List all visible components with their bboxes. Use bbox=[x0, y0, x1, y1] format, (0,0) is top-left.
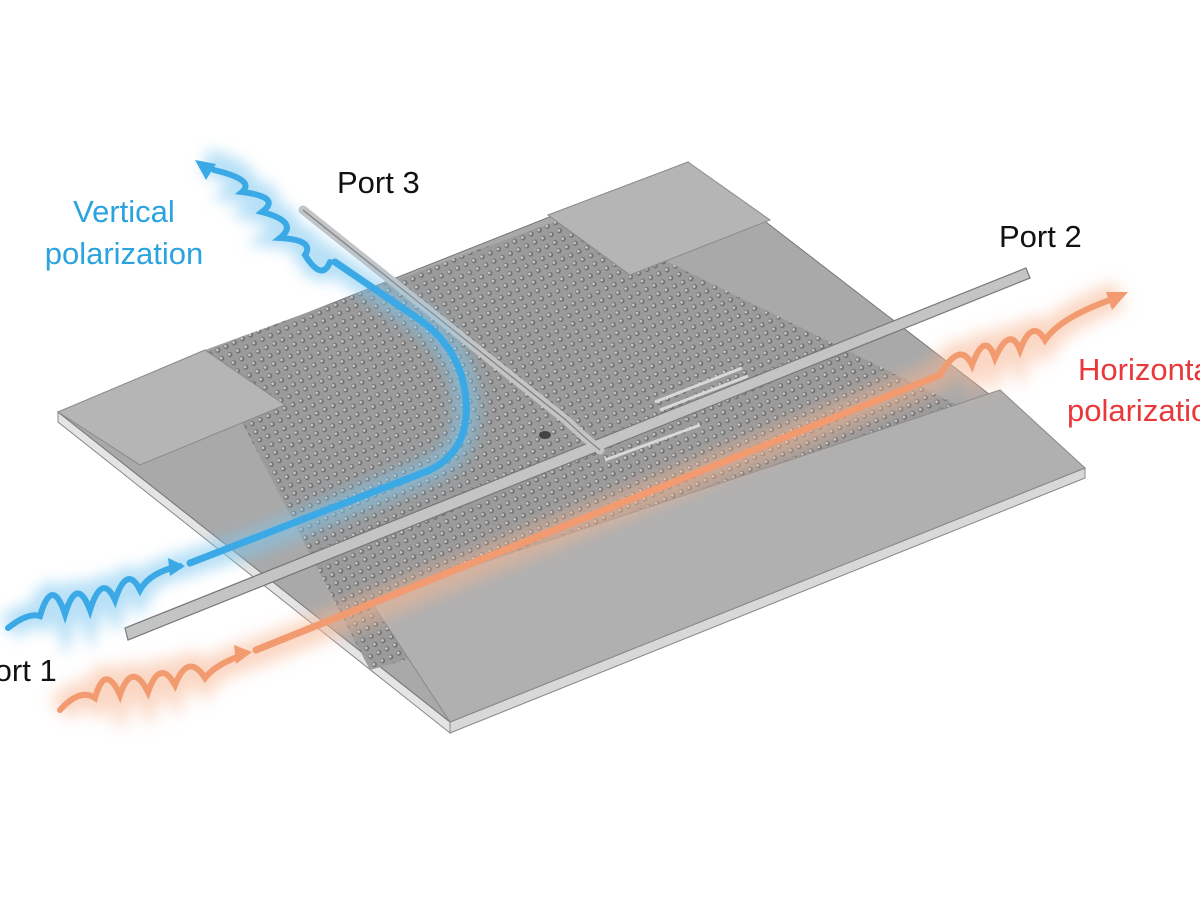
label-vertical-line2: polarization bbox=[45, 236, 204, 271]
horizontal-beam bbox=[49, 281, 1128, 733]
waveguide-main bbox=[124, 267, 1031, 641]
junction-detail bbox=[604, 366, 749, 462]
label-vertical-line1: Vertical bbox=[73, 194, 175, 229]
pad-left bbox=[56, 349, 287, 466]
label-port2: Port 2 bbox=[999, 219, 1082, 254]
pad-bottom bbox=[369, 389, 1086, 723]
vertical-beam bbox=[0, 149, 480, 657]
label-horizontal-line1: Horizontal bbox=[1078, 352, 1200, 387]
label-port1: Port 1 bbox=[0, 653, 57, 688]
label-horizontal-line2: polarization bbox=[1067, 393, 1200, 428]
label-port3: Port 3 bbox=[337, 165, 420, 200]
pad-top bbox=[546, 161, 772, 276]
